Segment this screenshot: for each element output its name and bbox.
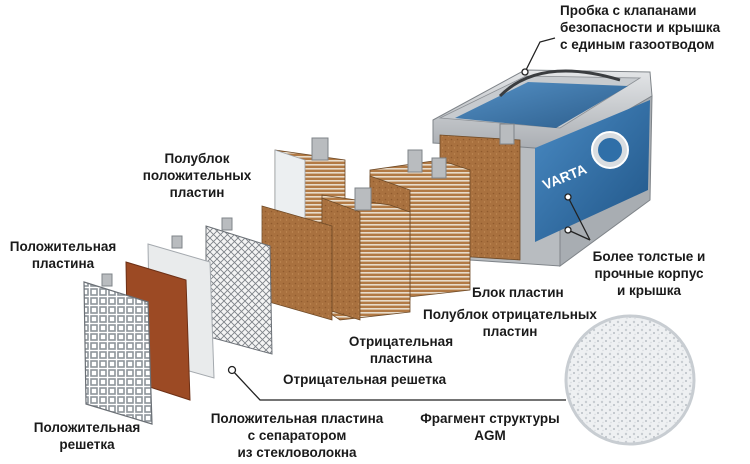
label-agm-fragment: Фрагмент структуры AGM [420, 411, 560, 443]
label-stronger-case: Более толстые и прочные корпус и крышка [592, 249, 706, 298]
leader-agm [231, 369, 566, 401]
label-plate-block: Блок пластин [472, 285, 564, 300]
agm-fragment [564, 314, 696, 446]
leader-case-1 [567, 196, 591, 241]
leader-lines [227, 37, 591, 401]
separator-lug [171, 235, 183, 249]
battery-label-top [455, 82, 628, 128]
plate-block-strap-2 [431, 157, 447, 179]
leader-case-2 [567, 229, 591, 241]
battery-terminal [499, 123, 515, 145]
label-negative-grid: Отрицательная решетка [283, 372, 447, 387]
negative-half-block-strap [354, 187, 372, 211]
positive-grid-lug [101, 273, 113, 287]
plate-block-strap [407, 149, 423, 173]
negative-half-block [321, 187, 411, 321]
battery-badge-inner [598, 138, 622, 162]
label-negative-half-block: Полублок отрицательных пластин [423, 307, 597, 339]
positive-half-block-strap [311, 137, 329, 161]
label-positive-plate-separator: Положительная пластина с сепаратором из … [210, 411, 384, 460]
label-positive-half-block: Полублок положительных пластин [142, 151, 252, 200]
leader-valve [524, 37, 556, 73]
label-negative-plate: Отрицательная пластина [348, 334, 454, 366]
positive-grid [83, 281, 153, 425]
label-positive-grid: Положительная решетка [33, 420, 141, 452]
agm-fragment-circle [564, 314, 696, 446]
label-valve-plug: Пробка с клапанами безопасности и крышка… [560, 3, 721, 52]
negative-grid-lug [221, 217, 233, 231]
negative-grid [205, 225, 273, 355]
battery-handle [498, 69, 621, 98]
negative-plate [261, 205, 333, 321]
label-positive-plate: Положительная пластина [9, 239, 117, 271]
